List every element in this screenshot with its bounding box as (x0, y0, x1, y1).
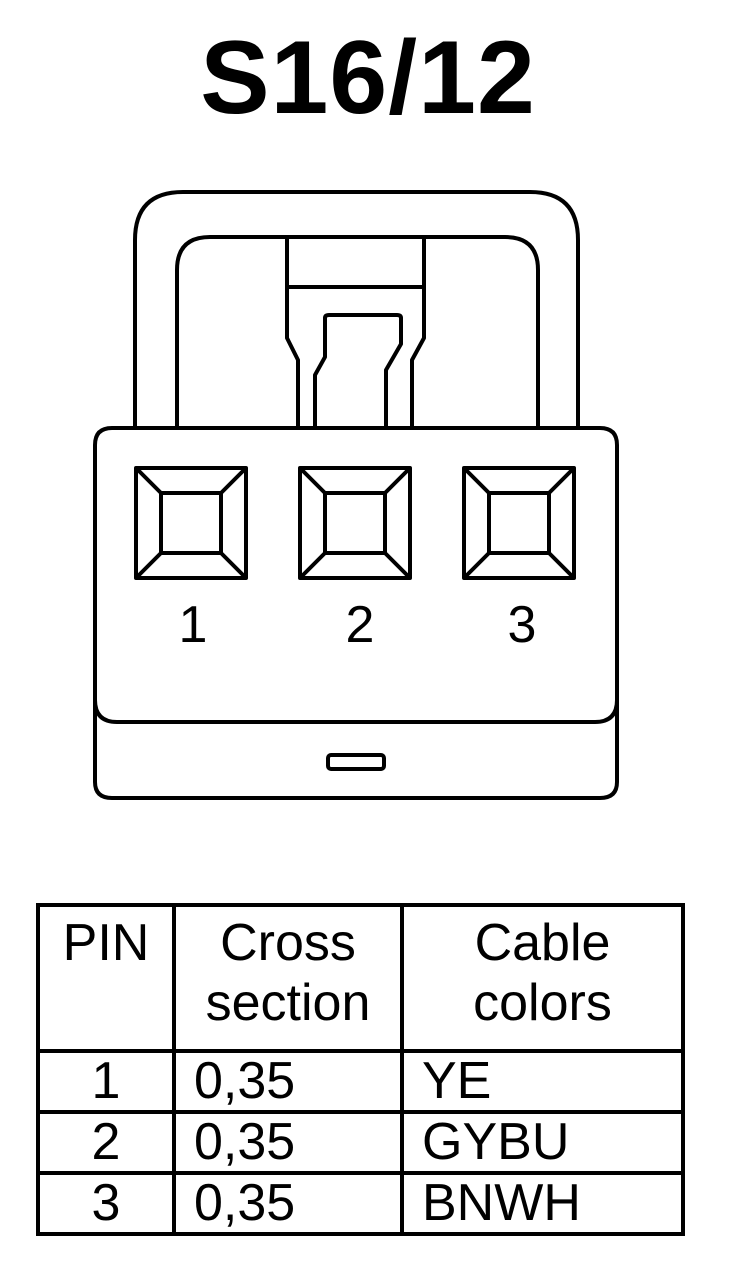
pin-number-cell: 3 (36, 1171, 176, 1236)
table-header-row: PIN Cross section Cable colors (36, 903, 685, 1053)
pin-number-cell: 2 (36, 1110, 176, 1175)
connector-drawing: 1 2 3 (93, 190, 619, 800)
header-pin: PIN (36, 903, 176, 1053)
header-cable-colors: Cable colors (400, 903, 685, 1053)
pin-socket-2 (298, 466, 412, 580)
latch-outer (133, 190, 580, 428)
cross-section-cell: 0,35 (172, 1110, 404, 1175)
pin-socket-3 (462, 466, 576, 580)
header-cross-section: Cross section (172, 903, 404, 1053)
pin-label-1: 1 (179, 596, 208, 654)
table-row: 3 0,35 BNWH (36, 1171, 685, 1236)
cable-color-cell: YE (400, 1049, 685, 1114)
cable-color-cell: GYBU (400, 1110, 685, 1175)
table-row: 2 0,35 GYBU (36, 1110, 685, 1175)
cable-color-cell: BNWH (400, 1171, 685, 1236)
table-row: 1 0,35 YE (36, 1049, 685, 1114)
connector-body (93, 426, 619, 800)
connector-body-seam (93, 699, 619, 724)
cross-section-cell: 0,35 (172, 1049, 404, 1114)
pin-socket-1 (134, 466, 248, 580)
latch-inner (175, 235, 540, 428)
pin-label-3: 3 (508, 596, 537, 654)
pin-label-2: 2 (346, 596, 375, 654)
latch-tongue (285, 237, 426, 428)
cross-section-cell: 0,35 (172, 1171, 404, 1236)
connector-slot (326, 753, 386, 771)
diagram-title: S16/12 (200, 20, 536, 136)
pin-assignment-table: PIN Cross section Cable colors 1 0,35 YE… (36, 903, 685, 1236)
latch-tongue-inner (313, 313, 403, 428)
pin-number-cell: 1 (36, 1049, 176, 1114)
